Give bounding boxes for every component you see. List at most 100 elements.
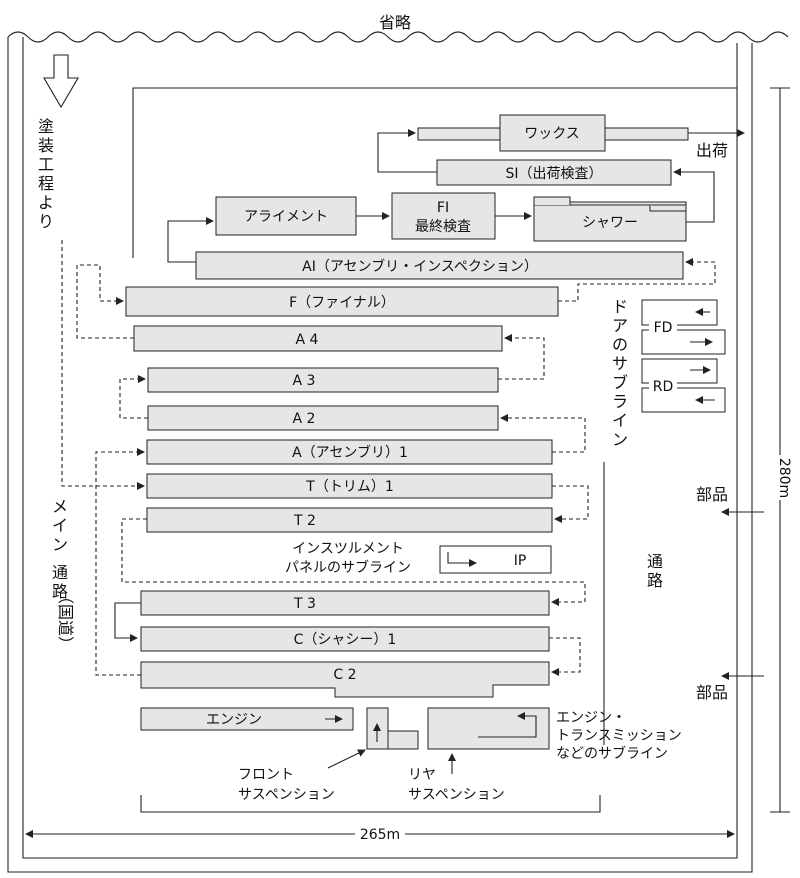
svg-text:ア: ア: [612, 316, 628, 335]
station-c1: [140, 626, 550, 652]
building-wavy-top: [7, 31, 789, 43]
flow-shower-to-si: [673, 168, 715, 223]
svg-text:通: 通: [647, 552, 663, 571]
station-rear-suspension: [387, 730, 419, 750]
flow-t1-to-t2: [552, 485, 589, 523]
parts-label-upper: 部品: [696, 485, 728, 504]
bottom-bracket-line: [140, 795, 601, 813]
station-ip: [439, 545, 552, 574]
flow-a3-to-a4: [498, 334, 545, 380]
svg-text:よ: よ: [38, 193, 54, 212]
station-a1: [146, 439, 553, 465]
svg-text:シャワー: シャワー: [582, 215, 638, 231]
fd-label: FD: [654, 320, 673, 336]
width-dimension-label: 265m: [360, 827, 400, 843]
building-inner-outline: [22, 37, 738, 859]
front-suspension-label-1: フロント: [238, 767, 294, 783]
svg-text:A 2: A 2: [293, 411, 316, 427]
building-outline: [7, 37, 753, 873]
flow-a4-to-final: [76, 264, 134, 339]
svg-text:A（アセンブリ）1: A（アセンブリ）1: [292, 444, 408, 461]
svg-text:装: 装: [38, 136, 54, 155]
engine-subline-label-3: などのサブライン: [556, 745, 668, 762]
svg-text:A 3: A 3: [293, 373, 316, 389]
svg-text:最終検査: 最終検査: [415, 219, 471, 235]
svg-text:ワックス: ワックス: [524, 126, 580, 142]
svg-text:塗: 塗: [38, 117, 54, 136]
svg-text:サ: サ: [612, 354, 628, 373]
flow-inflow-to-t1: [61, 240, 145, 490]
svg-text:の: の: [612, 335, 628, 354]
inflow-label: 塗 装 工 程 よ り: [38, 117, 54, 231]
right-aisle-label: 通 路: [647, 552, 663, 590]
inner-boundary-line: [132, 87, 737, 258]
height-dimension-label: 280m: [776, 458, 792, 498]
svg-text:ブ: ブ: [612, 373, 628, 392]
flow-c1-to-c2: [549, 637, 581, 676]
svg-text:F（ファイナル）: F（ファイナル）: [289, 295, 395, 311]
rear-suspension-label-1: リヤ: [408, 767, 436, 783]
station-a4: [133, 325, 503, 352]
svg-text:T 3: T 3: [293, 596, 316, 612]
svg-text:エンジン: エンジン: [206, 712, 262, 728]
svg-text:FI: FI: [437, 200, 449, 216]
rd-label: RD: [653, 379, 674, 395]
svg-text:ン: ン: [612, 430, 628, 449]
svg-text:路: 路: [52, 582, 68, 601]
door-subline-label: ド ア の サ ブ ラ イ ン: [612, 297, 628, 449]
shipping-label: 出荷: [696, 141, 728, 160]
station-t1: [146, 473, 553, 499]
svg-text:イ: イ: [612, 411, 628, 430]
ip-subline-label-1: インスツルメント: [292, 541, 404, 557]
rear-suspension-label-2: サスペンション: [408, 787, 505, 803]
flow-final-to-ai: [558, 258, 716, 302]
svg-text:ラ: ラ: [612, 392, 628, 411]
flow-ai-to-alignment: [167, 217, 214, 263]
svg-text:A 4: A 4: [296, 332, 319, 348]
svg-text:（国道）: （国道）: [56, 588, 75, 652]
flow-si-to-wax: [377, 129, 437, 173]
top-omitted-label: 省略: [379, 13, 411, 32]
station-wax: [499, 114, 606, 152]
station-t2: [146, 507, 553, 533]
inflow-arrow-icon: [43, 54, 79, 109]
station-fi: [391, 192, 496, 240]
engine-subline-label-2: トランスミッション: [556, 728, 682, 744]
svg-text:IP: IP: [514, 553, 527, 569]
svg-text:T（トリム）1: T（トリム）1: [305, 479, 393, 495]
svg-text:程: 程: [38, 174, 54, 193]
flow-c2-to-a1: [95, 448, 145, 676]
front-suspension-label-2: サスペンション: [238, 787, 335, 803]
station-final: [125, 286, 559, 317]
ip-flow-icon: [447, 552, 477, 567]
svg-text:イ: イ: [52, 516, 68, 535]
svg-text:工: 工: [38, 155, 54, 174]
station-t3: [140, 590, 550, 616]
parts-label-lower: 部品: [696, 683, 728, 702]
flow-a2-to-a3: [119, 375, 148, 419]
svg-text:ド: ド: [612, 297, 628, 316]
flow-t2-to-t3: [121, 518, 586, 606]
svg-text:ン: ン: [52, 535, 68, 554]
svg-text:路: 路: [647, 571, 663, 590]
station-engine-subline: [427, 707, 550, 750]
svg-text:アライメント: アライメント: [244, 209, 328, 225]
svg-text:通: 通: [52, 563, 68, 582]
svg-text:り: り: [38, 212, 54, 231]
flow-t3-to-c1: [114, 602, 141, 642]
svg-text:C（シャシー）1: C（シャシー）1: [294, 632, 397, 648]
main-aisle-label: メ イ ン 通 路 （国道）: [52, 497, 75, 652]
station-a2: [147, 405, 499, 431]
station-c2: [140, 661, 550, 698]
svg-text:AI（アセンブリ・インスペクション）: AI（アセンブリ・インスペクション）: [302, 258, 538, 275]
engine-subline-label-1: エンジン・: [556, 710, 626, 726]
ip-subline-label-2: パネルのサブライン: [285, 559, 411, 576]
station-si: [436, 159, 672, 186]
station-a3: [147, 367, 499, 393]
station-ai: [195, 251, 684, 280]
svg-text:メ: メ: [52, 497, 68, 516]
svg-text:SI（出荷検査）: SI（出荷検査）: [505, 166, 602, 182]
station-engine: [140, 707, 354, 731]
svg-text:T 2: T 2: [293, 513, 316, 529]
